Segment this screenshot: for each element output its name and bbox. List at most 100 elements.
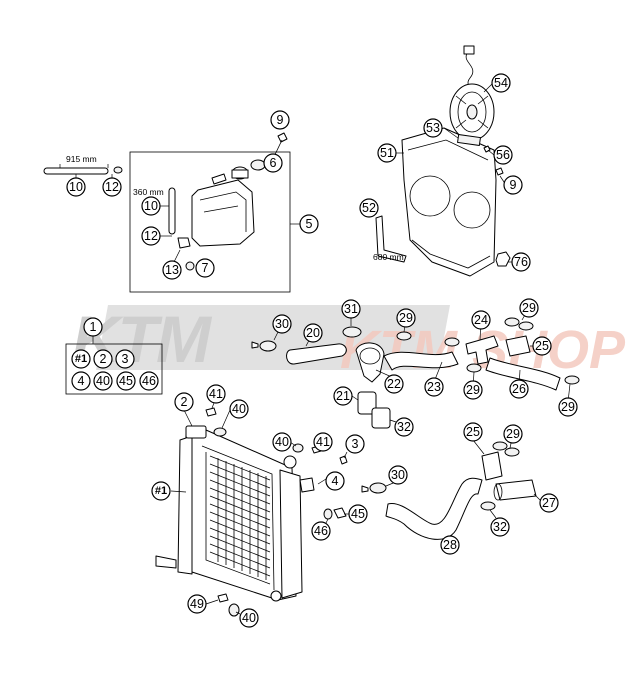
- svg-text:13: 13: [165, 263, 179, 277]
- callout-54[interactable]: 54: [491, 73, 511, 93]
- svg-text:6: 6: [270, 156, 277, 170]
- svg-text:40: 40: [232, 402, 246, 416]
- callout-22[interactable]: 22: [384, 374, 404, 394]
- svg-text:32: 32: [397, 420, 411, 434]
- filler-neck: [185, 425, 207, 439]
- dimension-360: 360 mm: [133, 187, 164, 197]
- callout-24[interactable]: 24: [471, 310, 491, 330]
- callout-32-b[interactable]: 32: [490, 517, 510, 537]
- callout-kit-3[interactable]: 3: [115, 349, 135, 369]
- callout-41-b[interactable]: 41: [313, 432, 333, 452]
- callout-29-c[interactable]: 29: [463, 380, 483, 400]
- callout-53[interactable]: 53: [423, 118, 443, 138]
- callout-52[interactable]: 52: [359, 198, 379, 218]
- dimension-680: 680 mm: [373, 252, 404, 262]
- callout-kit-45[interactable]: 45: [116, 371, 136, 391]
- callout-1[interactable]: 1: [83, 317, 103, 337]
- callout-7[interactable]: 7: [195, 258, 215, 278]
- callout-5[interactable]: 5: [299, 214, 319, 234]
- svg-text:31: 31: [344, 302, 358, 316]
- callout-28[interactable]: 28: [440, 535, 460, 555]
- callout-40-a[interactable]: 40: [229, 399, 249, 419]
- svg-text:49: 49: [190, 597, 204, 611]
- callout-56[interactable]: 56: [493, 145, 513, 165]
- callout-kit-1[interactable]: #1: [71, 349, 91, 369]
- svg-text:28: 28: [443, 538, 457, 552]
- callout-12-side[interactable]: 12: [141, 226, 161, 246]
- cable-680: [375, 215, 407, 263]
- hose-25: [505, 335, 531, 357]
- callout-9[interactable]: 9: [270, 110, 290, 130]
- fan-shroud-group: 680 mm: [373, 45, 512, 277]
- callout-12-top[interactable]: 12: [102, 177, 122, 197]
- callout-27[interactable]: 27: [539, 493, 559, 513]
- callout-49[interactable]: 49: [187, 594, 207, 614]
- svg-text:4: 4: [78, 374, 85, 388]
- lower-hoses-group: [361, 433, 541, 541]
- svg-text:30: 30: [275, 317, 289, 331]
- callout-9-fan[interactable]: 9: [503, 175, 523, 195]
- hose-25-lower: [481, 451, 503, 481]
- callout-29-d[interactable]: 29: [558, 397, 578, 417]
- svg-text:20: 20: [306, 326, 320, 340]
- callout-4[interactable]: 4: [325, 471, 345, 491]
- hose-20: [286, 343, 347, 365]
- callout-40-b[interactable]: 40: [272, 432, 292, 452]
- nut-icon: [495, 251, 511, 267]
- callout-kit-40[interactable]: 40: [93, 371, 113, 391]
- callout-kit-46[interactable]: 46: [139, 371, 159, 391]
- callout-kit-4[interactable]: 4: [71, 371, 91, 391]
- svg-text:40: 40: [96, 374, 110, 388]
- callout-40-c[interactable]: 40: [239, 608, 259, 628]
- callout-2[interactable]: 2: [174, 392, 194, 412]
- callout-29-e[interactable]: 29: [503, 424, 523, 444]
- svg-text:40: 40: [275, 435, 289, 449]
- kit-box: [65, 336, 163, 395]
- callout-25-b[interactable]: 25: [463, 422, 483, 442]
- callout-26[interactable]: 26: [509, 379, 529, 399]
- svg-text:29: 29: [522, 301, 536, 315]
- callout-20[interactable]: 20: [303, 323, 323, 343]
- screw-icon: [205, 407, 217, 417]
- callout-46[interactable]: 46: [311, 521, 331, 541]
- callout-10-side[interactable]: 10: [141, 196, 161, 216]
- callout-1-radiator[interactable]: #1: [151, 481, 171, 501]
- callout-kit-2[interactable]: 2: [93, 349, 113, 369]
- callout-23[interactable]: 23: [424, 377, 444, 397]
- svg-text:29: 29: [466, 383, 480, 397]
- svg-text:45: 45: [351, 507, 365, 521]
- sleeve-32: [371, 407, 391, 429]
- svg-text:#1: #1: [155, 485, 167, 497]
- callout-10-top[interactable]: 10: [66, 177, 86, 197]
- callout-3[interactable]: 3: [345, 434, 365, 454]
- washer: [185, 261, 195, 271]
- callout-45[interactable]: 45: [348, 504, 368, 524]
- callout-31[interactable]: 31: [341, 299, 361, 319]
- t-piece: [465, 335, 499, 365]
- hose-clamp: [259, 340, 277, 352]
- svg-text:53: 53: [426, 121, 440, 135]
- callout-29-b[interactable]: 29: [519, 298, 539, 318]
- callout-25[interactable]: 25: [532, 336, 552, 356]
- svg-text:32: 32: [493, 520, 507, 534]
- callout-30[interactable]: 30: [272, 314, 292, 334]
- svg-text:10: 10: [144, 199, 158, 213]
- svg-text:22: 22: [387, 377, 401, 391]
- svg-text:23: 23: [427, 380, 441, 394]
- callout-29-a[interactable]: 29: [396, 308, 416, 328]
- callout-21[interactable]: 21: [333, 386, 353, 406]
- callout-76[interactable]: 76: [511, 252, 531, 272]
- callout-30-b[interactable]: 30: [388, 465, 408, 485]
- callout-32[interactable]: 32: [394, 417, 414, 437]
- svg-text:51: 51: [380, 146, 394, 160]
- hose-360: [168, 187, 176, 235]
- callout-51[interactable]: 51: [377, 143, 397, 163]
- svg-text:45: 45: [119, 374, 133, 388]
- callout-13[interactable]: 13: [162, 260, 182, 280]
- hose-28: [385, 477, 483, 540]
- svg-text:4: 4: [332, 474, 339, 488]
- svg-text:25: 25: [535, 339, 549, 353]
- callout-6[interactable]: 6: [263, 153, 283, 173]
- callout-41[interactable]: 41: [206, 384, 226, 404]
- svg-text:12: 12: [144, 229, 158, 243]
